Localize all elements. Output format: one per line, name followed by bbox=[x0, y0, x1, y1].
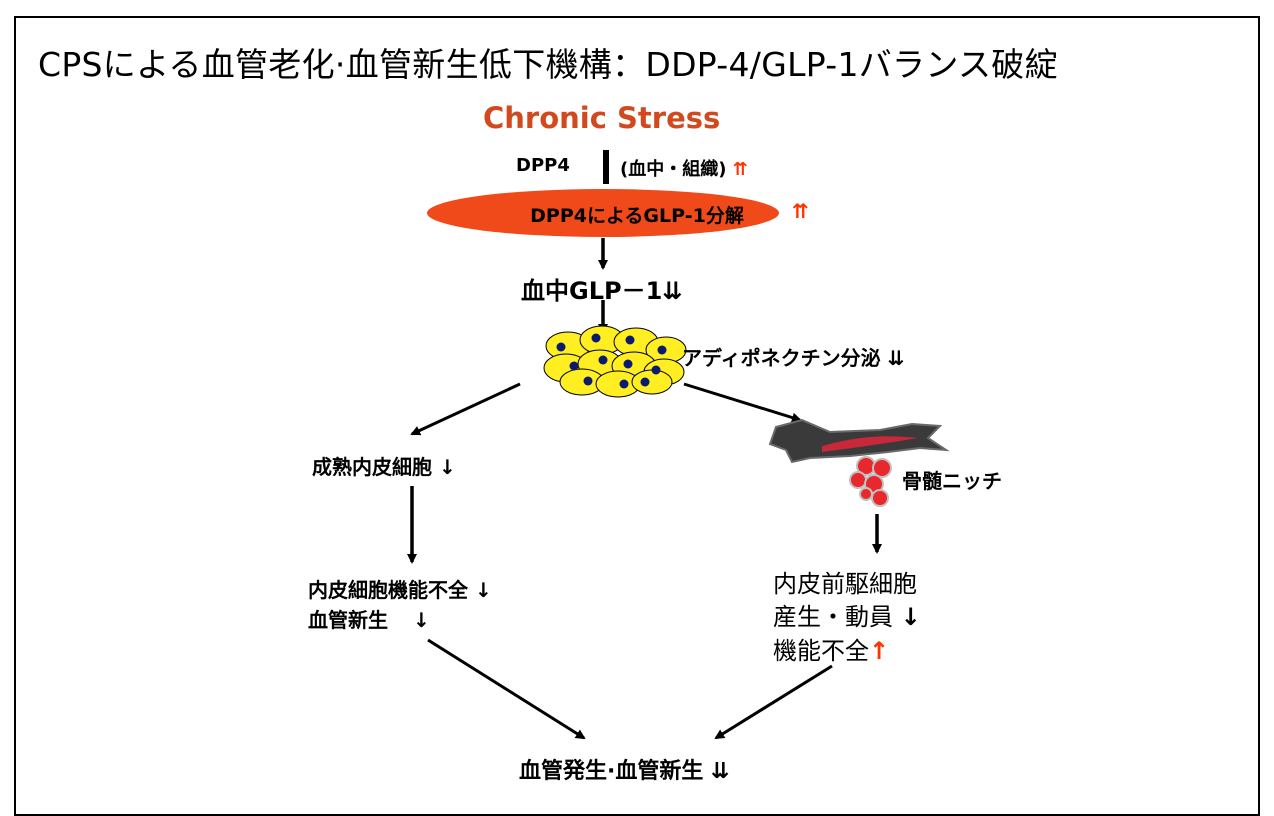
dpp4-location: (血中・組織) ⇈ bbox=[620, 155, 748, 181]
ec-dysfunction-text: 内皮細胞機能不全 bbox=[308, 578, 468, 602]
dpp4-inhibition-bar bbox=[603, 150, 609, 184]
angiogenesis-label: 血管新生 ↓ bbox=[308, 604, 430, 633]
epc-mobilization-text: 産生・動員 bbox=[773, 603, 893, 631]
dpp4-up-arrow: ⇈ bbox=[732, 159, 748, 180]
epc-label-line3: 機能不全↑ bbox=[773, 631, 889, 666]
degradation-up-arrow-glyph: ⇈ bbox=[792, 199, 809, 223]
adiponectin-down-arrow: ⇊ bbox=[887, 346, 905, 370]
marrow-cells-icon bbox=[849, 456, 892, 507]
mature-ec-label: 成熟内皮細胞 ↓ bbox=[312, 451, 456, 480]
arrow-left-to-result bbox=[427, 638, 586, 740]
result-text: 血管発生·血管新生 bbox=[519, 759, 704, 784]
chronic-stress-label: Chronic Stress bbox=[483, 101, 721, 135]
glp1-down-arrow: ⇊ bbox=[662, 277, 683, 305]
epc-mobilization-down-arrow: ↓ bbox=[900, 603, 921, 631]
blood-glp1-text: 血中GLP－1 bbox=[521, 277, 663, 305]
result-down-arrow: ⇊ bbox=[711, 759, 730, 784]
arrow-to-mature-ec bbox=[410, 382, 521, 436]
adipocyte-cluster-icon bbox=[543, 325, 687, 398]
bone-icon bbox=[768, 418, 950, 464]
angiogenesis-text: 血管新生 bbox=[308, 608, 388, 632]
ec-dysfunction-label: 内皮細胞機能不全 ↓ bbox=[308, 574, 492, 603]
ec-dysfunction-down-arrow: ↓ bbox=[474, 578, 492, 602]
mature-ec-text: 成熟内皮細胞 bbox=[312, 455, 432, 479]
dpp4-degradation-ellipse bbox=[427, 189, 779, 237]
slide-title: CPSによる血管老化·血管新生低下機構：DDP-4/GLP-1バランス破綻 bbox=[38, 45, 1058, 84]
angiogenesis-down-arrow: ↓ bbox=[412, 608, 430, 632]
dpp4-label: DPP4 bbox=[516, 155, 570, 176]
result-label: 血管発生·血管新生 ⇊ bbox=[519, 753, 729, 785]
epc-dysfunction-text: 機能不全 bbox=[773, 637, 869, 665]
bone-marrow-niche-label: 骨髄ニッチ bbox=[902, 469, 1002, 493]
degradation-up-arrow: ⇈ bbox=[792, 199, 809, 223]
epc-label-line2: 産生・動員 ↓ bbox=[773, 597, 921, 632]
adiponectin-text: アディポネクチン分泌 bbox=[682, 346, 881, 370]
arrow-to-bone bbox=[683, 382, 802, 423]
epc-dysfunction-up-arrow: ↑ bbox=[869, 637, 890, 665]
adiponectin-label: アディポネクチン分泌 ⇊ bbox=[682, 342, 904, 371]
epc-label-line1: 内皮前駆細胞 bbox=[773, 570, 917, 598]
arrow-right-to-result bbox=[714, 664, 833, 740]
blood-glp1-label: 血中GLP－1⇊ bbox=[521, 271, 682, 306]
mature-ec-down-arrow: ↓ bbox=[438, 455, 456, 479]
dpp4-degradation-label: DPP4によるGLP-1分解 bbox=[0, 201, 1274, 228]
dpp4-degradation-text: DPP4によるGLP-1分解 bbox=[530, 205, 744, 227]
dpp4-location-text: (血中・組織) bbox=[620, 159, 727, 180]
